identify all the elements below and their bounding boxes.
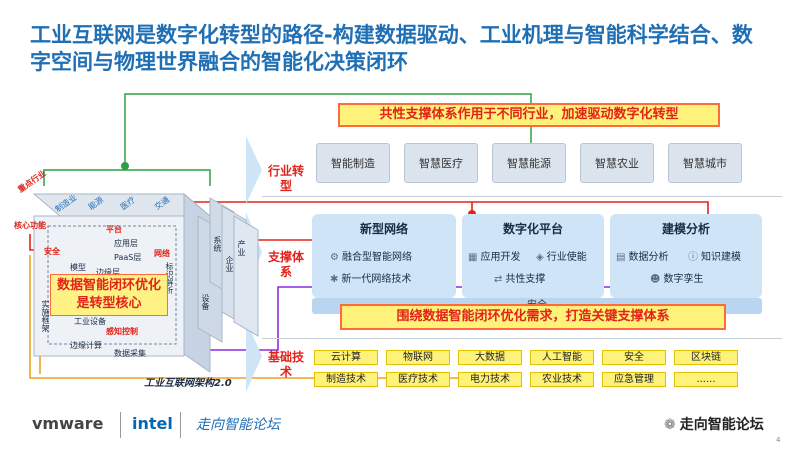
page-number: 4 [776, 436, 781, 444]
green-dot [121, 162, 129, 170]
wechat-account: ❁走向智能论坛 [664, 417, 764, 433]
network-label: 网络 [154, 249, 170, 258]
footer-separator [180, 412, 181, 438]
industry-manufacturing: 智能制造 [316, 143, 390, 183]
divider [262, 338, 782, 339]
panel-title: 新型网络 [359, 222, 408, 236]
industry-city: 智慧城市 [668, 143, 742, 183]
robot-icon: ☻ [650, 274, 661, 285]
framework-label: 实施框架 [41, 300, 50, 332]
panel-item: ▦应用开发 [468, 252, 521, 263]
row-label-base: 基础技术 [268, 350, 305, 379]
info-icon: ⓘ [688, 252, 698, 263]
intel-logo: intel [132, 414, 173, 433]
green-connector-line [124, 93, 532, 170]
tech-manufacturing: 制造技术 [314, 372, 378, 387]
panel-title: 建模分析 [661, 222, 710, 236]
perception-label: 感知控制 [106, 327, 138, 336]
industry-medical: 智慧医疗 [404, 143, 478, 183]
panel-item: ⚙融合型智能网络 [330, 252, 412, 263]
panel-network: 新型网络 ⚙融合型智能网络 ✱新一代网络技术 [312, 214, 456, 298]
tech-emergency: 应急管理 [602, 372, 666, 387]
platform-label: 平台 [106, 225, 122, 234]
tech-security: 安全 [602, 350, 666, 365]
identifier-label: 标识解析 [165, 262, 174, 294]
network-icon: ⚙ [330, 252, 339, 263]
panel-item: ⇄共性支撑 [494, 274, 546, 285]
tech-more: ...... [674, 372, 738, 387]
green-connector-line [43, 169, 211, 186]
core-overlay-text: 数据智能闭环优化是转型核心 [50, 274, 168, 316]
tech-bigdata: 大数据 [458, 350, 522, 365]
panel-item: ▤数据分析 [616, 252, 669, 263]
app-layer-label: 应用层 [114, 239, 138, 248]
industry-agriculture: 智慧农业 [580, 143, 654, 183]
side-system-label: 系统 [213, 236, 222, 252]
industry-energy: 智慧能源 [492, 143, 566, 183]
side-device-label: 设备 [201, 294, 210, 310]
antenna-icon: ✱ [330, 274, 339, 285]
layers-icon: ◈ [536, 252, 544, 263]
share-icon: ⇄ [494, 274, 503, 285]
tech-blockchain: 区块链 [674, 350, 738, 365]
panel-item: ☻数字孪生 [650, 274, 704, 285]
row-label-support: 支撑体系 [268, 250, 305, 279]
edge-compute-label: 边缘计算 [70, 341, 102, 350]
equipment-label: 工业设备 [74, 317, 106, 326]
page-title: 工业互联网是数字化转型的路径-构建数据驱动、工业机理与智能科学结合、数字空间与物… [30, 23, 753, 74]
security-label: 安全 [44, 247, 60, 256]
tech-power: 电力技术 [458, 372, 522, 387]
tech-agriculture: 农业技术 [530, 372, 594, 387]
side-industry-label: 产业 [237, 240, 246, 256]
vmware-logo: vmware [32, 414, 104, 433]
core-function-label: 核心功能 [14, 221, 46, 230]
layer-arrow [246, 136, 262, 204]
panel-item: ◈行业使能 [536, 252, 587, 263]
tech-ai: 人工智能 [530, 350, 594, 365]
middle-banner: 围绕数据智能闭环优化需求，打造关键支撑体系 [340, 304, 726, 330]
divider [262, 196, 782, 197]
cube-inner-box [47, 225, 177, 345]
side-layer-industry [233, 215, 259, 337]
top-banner: 共性支撑体系作用于不同行业，加速驱动数字化转型 [338, 103, 720, 127]
layer-arrow [246, 320, 262, 392]
tech-medical: 医疗技术 [386, 372, 450, 387]
tech-cloud: 云计算 [314, 350, 378, 365]
panel-title: 数字化平台 [502, 222, 563, 236]
wechat-icon: ❁ [664, 417, 676, 433]
forum-logo: 走向智能论坛 [196, 417, 280, 433]
grid-icon: ▦ [468, 252, 478, 263]
cube-caption: 工业互联网架构2.0 [144, 378, 232, 389]
panel-item: ✱新一代网络技术 [330, 274, 412, 285]
paas-layer-label: PaaS层 [114, 253, 142, 262]
data-collect-label: 数据采集 [114, 349, 146, 358]
footer-separator [120, 412, 121, 438]
architecture-cube: 重点行业 制造业 能源 医疗 交通 核心功能 平台 网络 应用层 PaaS层 边… [14, 169, 262, 398]
model-label: 模型 [70, 263, 86, 272]
tech-iot: 物联网 [386, 350, 450, 365]
chart-icon: ▤ [616, 252, 626, 263]
side-enterprise-label: 企业 [225, 256, 234, 272]
edge-layer-label: 边缘层 [96, 268, 120, 277]
row-label-industry: 行业转型 [268, 164, 305, 193]
panel-platform: 数字化平台 ▦应用开发 ◈行业使能 ⇄共性支撑 [462, 214, 604, 298]
